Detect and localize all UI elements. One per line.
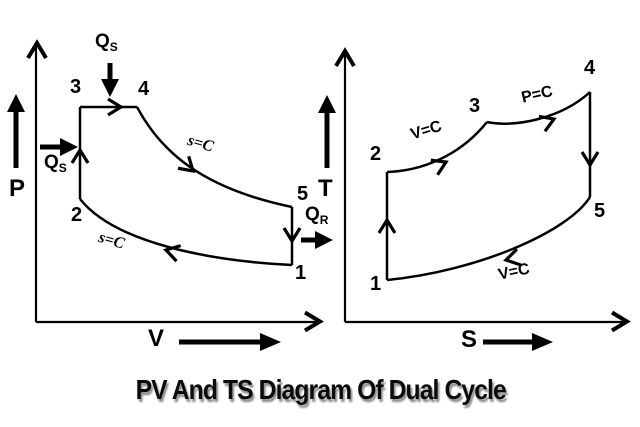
t-axis-bold-arrow-icon: [318, 95, 336, 168]
pv-point-2: 2: [71, 204, 83, 226]
ts-arrow-1-2-icon: [377, 216, 397, 234]
heat-supplied-label-left: QS: [44, 153, 67, 174]
heat-subscript: R: [319, 213, 329, 227]
v-axis-bold-arrow-icon: [179, 333, 281, 351]
pv-arrow-3-4-icon: [107, 97, 125, 117]
pv-arrow-1-2-icon: [163, 244, 182, 263]
pv-arrow-2-3-icon: [70, 146, 90, 164]
ts-arrow-3-4-icon: [538, 114, 557, 133]
heat-rejected-label: QR: [305, 205, 328, 226]
pv-x-axis-label: V: [148, 325, 165, 352]
s-axis-bold-arrow-icon: [483, 333, 553, 351]
heat-supplied-label-top: QS: [95, 32, 118, 53]
pv-arrow-4-5-icon: [177, 155, 196, 174]
pv-x-axis-arrow-icon: [303, 310, 324, 333]
ts-process-3-4: [486, 91, 591, 125]
ts-point-1: 1: [370, 273, 382, 295]
ts-arrow-4-5-icon: [580, 151, 600, 169]
heat-symbol: Q: [95, 31, 110, 52]
ts-arrow-2-3-icon: [430, 158, 449, 176]
heat-subscript: S: [109, 40, 118, 54]
ts-diagram: [318, 47, 631, 351]
pv-process-4-5: [135, 106, 293, 209]
pv-arrow-5-1-icon: [282, 227, 302, 245]
heat-symbol: Q: [44, 152, 59, 173]
pv-y-axis-label: P: [9, 175, 26, 202]
pv-diagram: [7, 39, 333, 351]
pv-point-5: 5: [297, 183, 309, 205]
heat-subscript: S: [58, 161, 67, 175]
ts-x-axis-label: S: [461, 326, 478, 353]
p-axis-bold-arrow-icon: [7, 94, 25, 168]
heat-out-arrow-icon: [301, 231, 333, 249]
ts-point-5: 5: [594, 200, 606, 222]
heat-in-left-arrow-icon: [40, 138, 78, 156]
ts-arrow-5-1-icon: [503, 248, 521, 267]
pv-point-1: 1: [295, 262, 307, 284]
ts-point-2: 2: [370, 143, 382, 165]
ts-x-axis-arrow-icon: [610, 310, 631, 333]
ts-process-5-1: [386, 196, 592, 282]
pv-point-4: 4: [138, 78, 150, 100]
ts-y-axis-label: T: [318, 175, 333, 202]
heat-symbol: Q: [305, 204, 320, 225]
heat-in-top-arrow-icon: [101, 63, 119, 97]
ts-point-4: 4: [584, 57, 596, 79]
pv-y-axis-arrow-icon: [26, 39, 48, 60]
ts-y-axis-arrow-icon: [334, 47, 356, 68]
pv-process-1-2: [79, 198, 293, 267]
page-title: PV And TS Diagram Of Dual Cycle: [135, 374, 507, 405]
ts-point-3: 3: [469, 95, 481, 117]
pv-point-3: 3: [70, 76, 82, 98]
